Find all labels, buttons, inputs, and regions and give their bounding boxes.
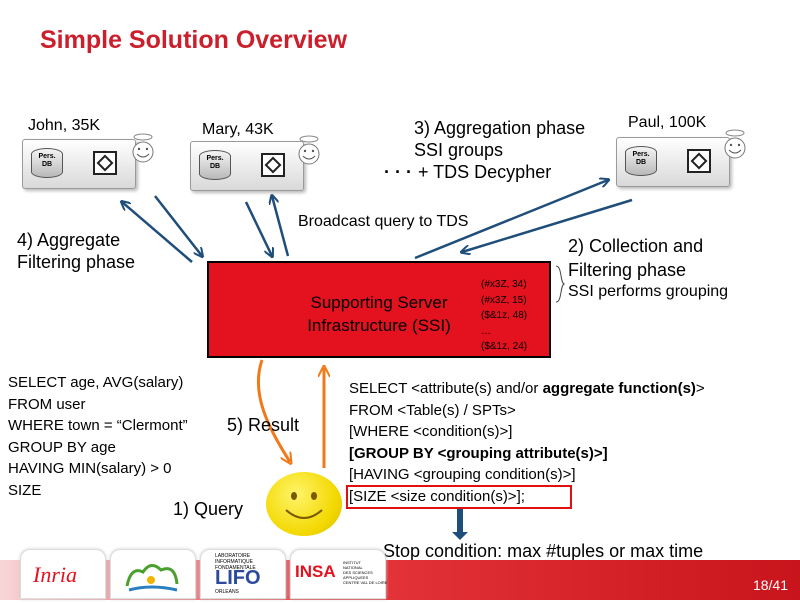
node-mary: Pers. DB — [190, 141, 304, 191]
node-label-mary: Mary, 43K — [202, 121, 274, 138]
stop-condition: Stop condition: max #tuples or max time — [383, 541, 704, 561]
smiley-angel-icon — [132, 133, 154, 163]
step-broadcast: Broadcast query to TDS — [298, 213, 469, 230]
node-paul: Pers. DB — [616, 137, 730, 187]
query-template: SELECT <attribute(s) and/or aggregate fu… — [349, 380, 705, 505]
node-john: Pers. DB — [22, 139, 136, 189]
smiley-face-icon — [285, 492, 323, 519]
arrow-stop-head — [452, 532, 468, 540]
arrow-result — [256, 359, 290, 462]
tuple-brace — [555, 265, 566, 303]
arrow-ssi-to-paul — [414, 180, 608, 260]
step-aggregation: 3) Aggregation phase SSI groups · · ·+ T… — [384, 118, 586, 182]
arrow-john-to-ssi — [154, 195, 202, 256]
database-icon: Pers. DB — [31, 148, 63, 178]
ssi-label: Supporting Server Infrastructure (SSI) — [307, 293, 451, 335]
step-query: 1) Query — [173, 499, 244, 519]
page-title: Simple Solution Overview — [40, 26, 348, 54]
ssi-tuples: (#x3Z, 34) (#x3Z, 15) ($&1z, 48) … ($&1z… — [481, 279, 528, 352]
university-logo — [110, 549, 196, 599]
university-logo-icon — [125, 564, 179, 592]
querier-smiley-icon — [266, 472, 342, 536]
ssi-box: Supporting Server Infrastructure (SSI) (… — [207, 261, 551, 358]
node-label-john: John, 35K — [28, 117, 101, 134]
step-aggregate-filtering: 4) Aggregate Filtering phase — [17, 230, 136, 272]
insa-logo: INSA INSTITUT NATIONAL DES SCIENCES APPL… — [290, 549, 387, 599]
smiley-angel-icon — [724, 129, 746, 159]
size-highlight-box — [346, 485, 572, 509]
tds-chip-icon — [687, 149, 711, 173]
arrow-mary-to-ssi — [244, 201, 272, 256]
step-collection: 2) Collection and Filtering phase — [568, 236, 704, 280]
inria-logo: Inria — [20, 549, 106, 599]
sql-example: SELECT age, AVG(salary) FROM user WHERE … — [8, 374, 188, 499]
arrow-paul-to-ssi — [462, 198, 633, 252]
step-collection-note: SSI performs grouping — [568, 283, 729, 300]
arrow-ssi-to-john — [122, 202, 193, 263]
arrow-ssi-to-mary — [272, 196, 290, 257]
database-icon: Pers. DB — [625, 146, 657, 176]
step-result: 5) Result — [227, 415, 300, 435]
lifo-logo: LABORATOIRE INFORMATIQUE FONDAMENTALE LI… — [200, 549, 286, 599]
database-icon: Pers. DB — [199, 150, 231, 180]
tds-chip-icon — [261, 153, 285, 177]
page-number: 18/41 — [752, 577, 788, 593]
node-label-paul: Paul, 100K — [628, 114, 707, 131]
tds-chip-icon — [93, 151, 117, 175]
smiley-angel-icon — [298, 135, 320, 165]
